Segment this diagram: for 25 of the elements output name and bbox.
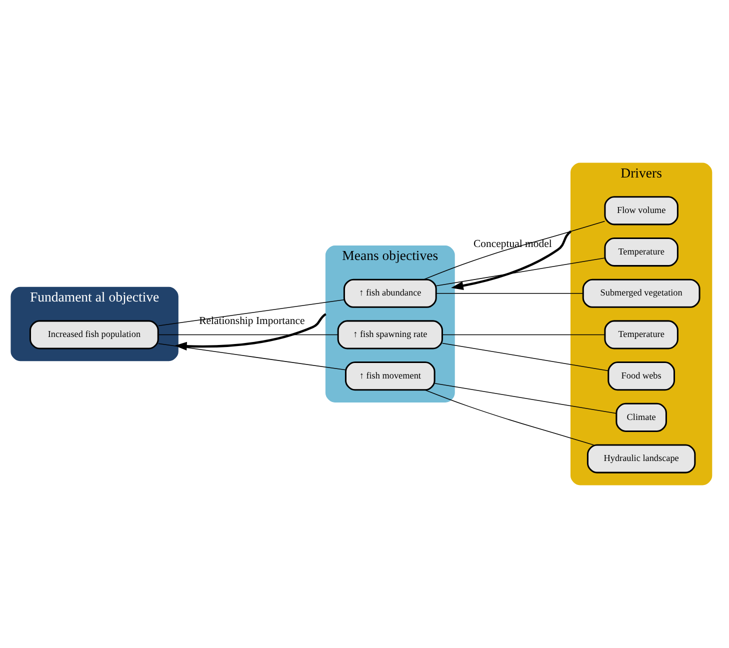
node-box: Temperature	[604, 320, 678, 350]
node-box: Hydraulic landscape	[586, 444, 696, 474]
connector	[436, 258, 606, 286]
connector	[442, 334, 606, 336]
node-box: ↑ fish abundance	[343, 278, 437, 308]
node-box: Flow volume	[604, 196, 678, 226]
node-box: ↑ fish spawning rate	[337, 320, 443, 350]
node-box: ↑ fish movement	[344, 362, 436, 391]
connector	[423, 220, 606, 280]
edge-label: Relationship Importance	[199, 315, 305, 328]
node-box: Food webs	[608, 362, 676, 391]
node-box: Increased fish population	[29, 320, 159, 350]
edge-label: Conceptual model	[474, 238, 552, 250]
node-box: Climate	[616, 402, 667, 432]
connector	[158, 299, 345, 326]
connector	[436, 292, 584, 294]
connector	[434, 382, 617, 414]
arrow	[451, 230, 572, 290]
connector	[158, 343, 346, 370]
connector	[442, 342, 609, 372]
connector	[158, 334, 338, 336]
node-box: Temperature	[604, 237, 678, 267]
node-box: Submerged vegetation	[582, 278, 700, 308]
connector	[424, 390, 594, 446]
arrow	[174, 313, 326, 351]
